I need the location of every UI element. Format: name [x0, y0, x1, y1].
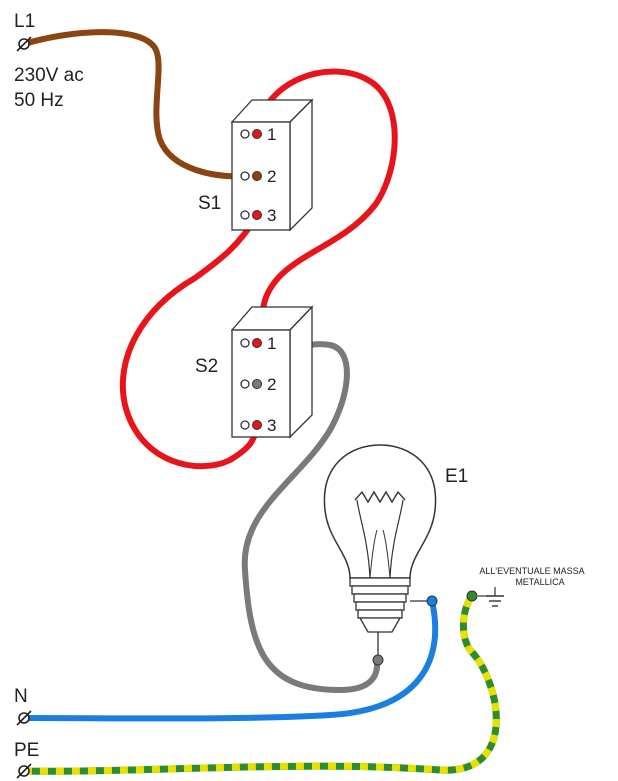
e1-label: E1: [445, 466, 468, 487]
neutral-wire: [21, 598, 439, 722]
voltage-label: 230V ac: [14, 65, 84, 86]
switch-s2: 1 2 3: [230, 305, 314, 439]
s2-terminal-3: 3: [267, 416, 276, 435]
earth-ground-icon: [478, 587, 504, 607]
phase-wire-l1: [21, 29, 250, 180]
earth-wire-yellow: [23, 593, 500, 775]
earth-note-line1: ALL'EVENTUALE MASSA: [479, 566, 584, 576]
terminal-symbol-icon: [16, 710, 32, 726]
terminal-symbol-icon: [16, 763, 32, 779]
light-bulb-icon: [323, 444, 438, 666]
earth-note-line2: METALLICA: [515, 577, 564, 587]
s2-label: S2: [195, 356, 218, 377]
earth-terminal: [466, 590, 478, 602]
l1-label: L1: [14, 11, 35, 32]
traveller-wire-2: [119, 212, 260, 470]
frequency-label: 50 Hz: [14, 90, 64, 111]
switch-s1: 1 2 3: [230, 98, 314, 232]
pe-label: PE: [14, 740, 39, 761]
s1-terminal-1: 1: [267, 125, 276, 144]
terminal-symbol-icon: [16, 36, 32, 52]
s2-terminal-2: 2: [267, 375, 276, 394]
s1-terminal-2: 2: [267, 167, 276, 186]
traveller-wire-1: [254, 68, 398, 346]
s2-terminal-1: 1: [267, 334, 276, 353]
s1-label: S1: [198, 193, 221, 214]
n-label: N: [14, 686, 28, 707]
return-wire: [241, 341, 381, 694]
s1-terminal-3: 3: [267, 206, 276, 225]
earth-wire-green: [20, 592, 500, 775]
